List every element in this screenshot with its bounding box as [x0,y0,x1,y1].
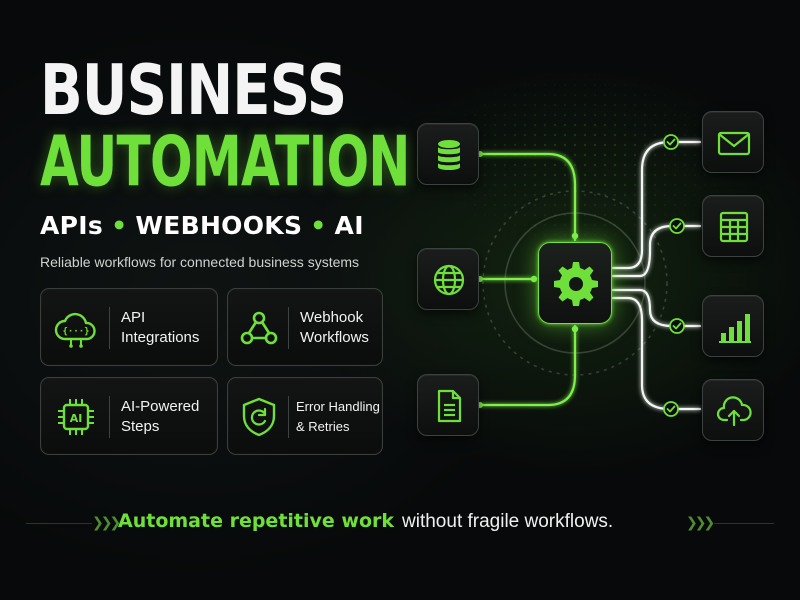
feature-label-line2: Integrations [121,329,200,346]
document-icon [437,389,462,423]
input-node-globe [417,248,479,310]
database-icon [438,140,460,170]
footer-message: Automate repetitive work without fragile … [118,510,613,533]
tagline: APIs•WEBHOOKS•AI [40,211,364,240]
output-node-mail [702,111,764,173]
check-circle-icon [663,134,685,417]
headline-business: BUSINESS [40,49,347,131]
spreadsheet-icon [719,211,749,243]
feature-label-line1: Webhook [300,309,364,326]
feature-card-api-integrations: {···} API Integrations [40,288,218,366]
svg-text:{···}: {···} [62,327,89,337]
mail-icon [717,131,751,156]
card-divider [109,307,110,349]
card-divider [288,307,289,349]
bullet-dot: • [310,211,327,240]
svg-text:AI: AI [70,412,83,425]
footer-rule-right [714,523,774,524]
chevrons-right-icon: ❯❯❯ [92,514,121,530]
automation-hub [538,242,612,324]
gear-icon [554,262,598,306]
output-node-chart [702,295,764,357]
globe-icon [433,264,465,296]
ai-chip-icon: AI [58,399,94,435]
footer-highlight: Automate repetitive work [118,510,395,532]
bullet-dot: • [111,211,128,240]
card-divider [109,396,110,438]
feature-card-error-handling: Error Handling & Retries [227,377,383,455]
tagline-webhooks: WEBHOOKS [135,211,303,240]
input-node-document [417,374,479,436]
output-node-spreadsheet [702,195,764,257]
connector-mail [611,140,702,270]
card-divider [288,396,289,438]
feature-label: Error Handling & Retries [296,378,384,456]
feature-label-line2: Workflows [300,329,369,346]
connector-document [478,324,577,407]
shield-retry-icon [242,397,276,437]
subtitle: Reliable workflows for connected busines… [40,254,360,270]
connector-upload [611,296,702,411]
footer-rule-left [26,523,92,524]
chevrons-right-icon: ❯❯❯ [686,514,715,530]
input-node-database [417,123,479,185]
feature-label-line1: Error Handling [296,399,380,414]
connector-chart [611,288,702,328]
feature-label-line1: AI-Powered [121,398,200,415]
bar-chart-icon [719,314,751,343]
connector-spreadsheet [611,224,702,278]
tagline-apis: APIs [40,211,104,240]
webhook-icon [240,311,278,345]
feature-label: API Integrations [121,289,217,367]
connector-database [478,152,577,242]
tagline-ai: AI [334,211,364,240]
feature-label-line2: & Retries [296,419,350,434]
feature-label-line1: API [121,309,146,326]
footer-rest: without fragile workflows. [402,511,614,532]
cloud-code-icon: {···} [54,312,96,348]
cloud-upload-icon [716,396,752,427]
output-node-upload [702,379,764,441]
feature-label-line2: Steps [121,418,160,435]
